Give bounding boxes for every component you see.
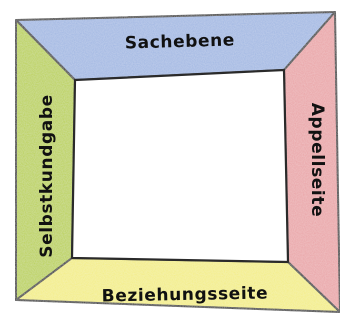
- right-side-label: Appellseite: [307, 103, 327, 217]
- center-area: [72, 70, 288, 262]
- bottom-side-label: Beziehungsseite: [102, 284, 269, 307]
- top-side-label: Sachebene: [125, 30, 236, 53]
- left-side-label: Selbstkundgabe: [37, 94, 57, 257]
